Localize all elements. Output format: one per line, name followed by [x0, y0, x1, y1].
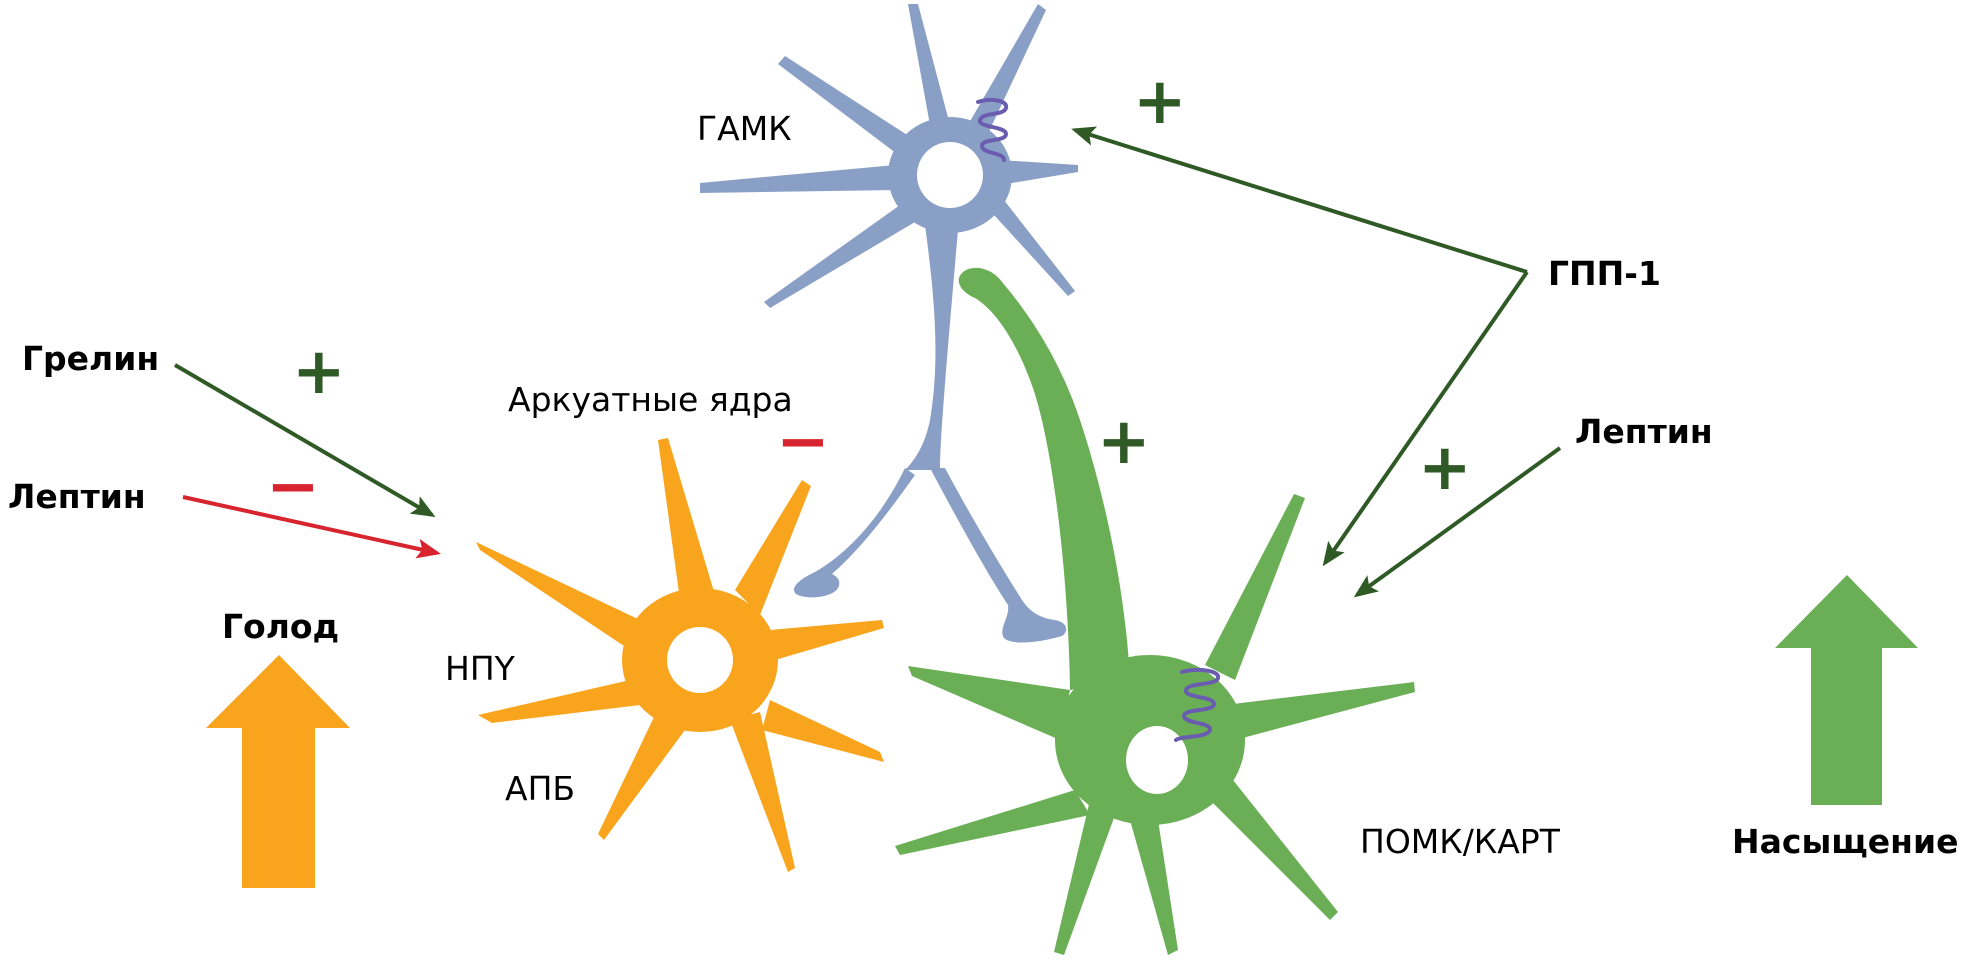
gaba-receptor-icon	[976, 98, 1009, 162]
npy-nucleus	[667, 627, 733, 693]
gaba-dendrite-up-left	[778, 56, 915, 160]
gaba-dendrite-down-left	[764, 205, 915, 308]
npy-dendrite-upper-left	[476, 542, 640, 650]
gaba-dendrite-right	[1000, 160, 1078, 185]
npy-agrp-neuron	[476, 438, 884, 872]
pomc-dendrite-down-2	[1130, 820, 1178, 955]
ghrelin-plus-sign: +	[292, 335, 346, 409]
gaba-dendrite-up-right	[965, 4, 1046, 140]
pomc-dendrite-up-right	[1205, 494, 1305, 680]
arcuate-nuclei-label: Аркуатные ядра	[508, 380, 793, 419]
npy-dendrite-right	[770, 620, 884, 660]
gaba-axon-branch-left	[794, 468, 915, 598]
npy-dendrite-left	[478, 680, 640, 723]
satiety-arrow-icon	[1775, 575, 1918, 805]
pomc-process-up	[958, 267, 1130, 690]
glp1-to-gaba-arrow	[1071, 126, 1528, 274]
gaba-pomc-plus-sign: +	[1097, 405, 1151, 479]
npy-label: НПY	[445, 649, 515, 688]
npy-dendrite-up	[658, 438, 715, 600]
leptin-right-label: Лептин	[1575, 412, 1713, 451]
npy-dendrite-up-right	[735, 480, 811, 615]
glp1-pomc-plus-sign: +	[1418, 431, 1472, 505]
pomc-nucleus	[1126, 726, 1188, 794]
hunger-arrow-icon	[206, 655, 350, 888]
agrp-label: АПБ	[505, 769, 576, 808]
pomc-cart-label: ПОМК/КАРТ	[1360, 822, 1560, 861]
gaba-neuron	[700, 4, 1078, 643]
leptin-left-label: Лептин	[8, 477, 146, 516]
gaba-dendrite-down-right	[985, 195, 1075, 296]
leptin-left-arrow	[182, 495, 441, 559]
pomc-dendrite-down-1	[1054, 800, 1115, 955]
pomc-receptor-icon	[1174, 668, 1220, 742]
npy-dendrite-down-right	[730, 712, 795, 872]
pomc-dendrite-left	[908, 666, 1070, 740]
gaba-axon-branch-right	[930, 468, 1067, 643]
gaba-minus-sign: −	[776, 405, 830, 479]
gaba-axon	[905, 225, 958, 470]
satiety-label: Насыщение	[1732, 822, 1959, 861]
pomc-dendrite-lower-left	[895, 790, 1090, 855]
gaba-dendrite-up	[908, 4, 950, 125]
glp1-gaba-plus-sign: +	[1133, 65, 1187, 139]
gaba-nucleus	[917, 142, 983, 208]
pomc-dendrite-lower-right	[1200, 770, 1338, 920]
glp1-label: ГПП-1	[1548, 254, 1661, 293]
leptin-minus-sign: −	[266, 450, 320, 524]
hunger-label: Голод	[222, 607, 340, 646]
pomc-dendrite-right	[1225, 682, 1415, 740]
leptin-right-arrow	[1353, 446, 1562, 598]
npy-dendrite-lower-right	[762, 700, 884, 762]
npy-dendrite-down-left	[598, 715, 685, 840]
gaba-dendrite-left	[700, 165, 895, 193]
pomc-neuron	[895, 267, 1415, 955]
glp1-to-pomc-arrow	[1322, 270, 1529, 567]
gaba-label: ГАМК	[697, 109, 792, 148]
ghrelin-arrow	[173, 363, 436, 518]
ghrelin-label: Грелин	[22, 339, 160, 378]
